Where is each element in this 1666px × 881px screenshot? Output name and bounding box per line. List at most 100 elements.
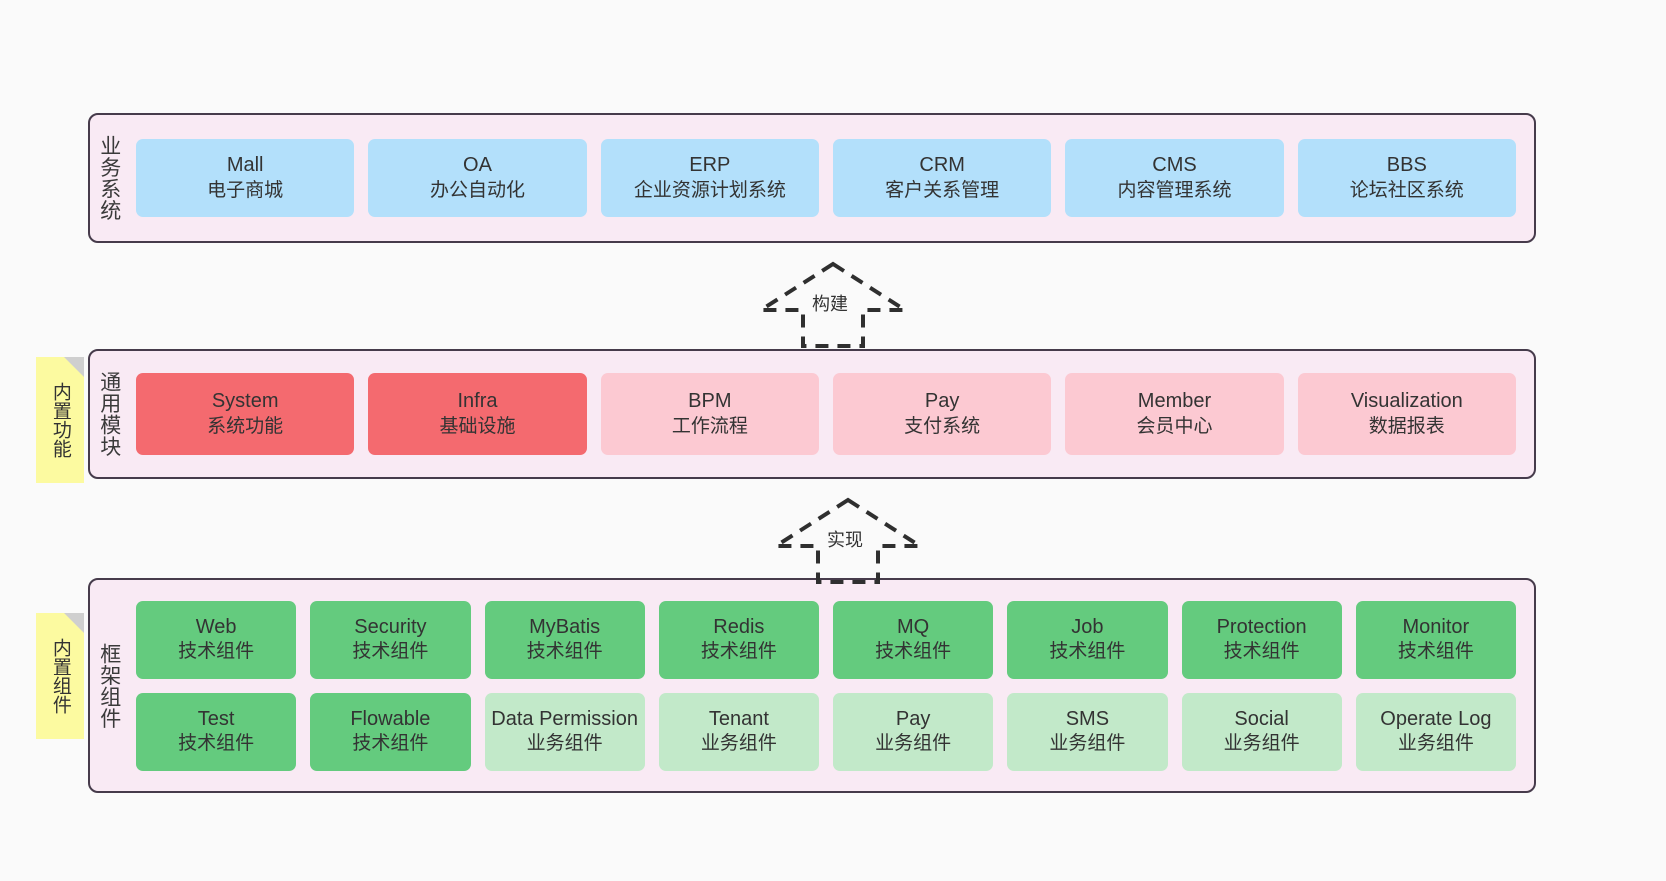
box-system-en: System <box>211 390 279 413</box>
box-redis[interactable]: Redis 技术组件 <box>658 600 819 679</box>
box-bbs-cn: 论坛社区系统 <box>1349 179 1464 201</box>
box-job-en: Job <box>1071 615 1104 638</box>
box-visualization[interactable]: Visualization 数据报表 <box>1297 373 1516 455</box>
box-web-cn: 技术组件 <box>178 641 255 663</box>
box-protection-cn: 技术组件 <box>1223 641 1300 663</box>
box-infra-cn: 基础设施 <box>439 415 516 437</box>
box-monitor-cn: 技术组件 <box>1397 641 1474 663</box>
box-monitor-en: Monitor <box>1402 615 1470 638</box>
box-pay-component[interactable]: Pay 业务组件 <box>833 692 994 771</box>
box-bpm-en: BPM <box>688 390 732 413</box>
box-sms-en: SMS <box>1065 707 1110 730</box>
box-mq-en: MQ <box>897 615 930 638</box>
box-mybatis-en: MyBatis <box>529 615 601 638</box>
note-builtin-component-text: 内置组件 <box>49 638 71 714</box>
box-erp[interactable]: ERP 企业资源计划系统 <box>600 139 819 217</box>
note-builtin-function: 内置功能 <box>36 357 84 483</box>
layer-body-business-system: Mall 电子商城 OA 办公自动化 ERP 企业资源计划系统 CRM 客户关系… <box>128 115 1534 241</box>
box-web[interactable]: Web 技术组件 <box>136 600 297 679</box>
box-erp-en: ERP <box>689 154 731 177</box>
box-social-en: Social <box>1234 707 1289 730</box>
box-social[interactable]: Social 业务组件 <box>1181 692 1342 771</box>
box-pay-component-en: Pay <box>895 707 931 730</box>
note-fold-corner-icon <box>64 613 84 633</box>
box-monitor[interactable]: Monitor 技术组件 <box>1355 600 1516 679</box>
box-system-cn: 系统功能 <box>207 415 284 437</box>
box-visualization-cn: 数据报表 <box>1368 415 1445 437</box>
framework-row-business: Test 技术组件 Flowable 技术组件 Data Permission … <box>136 692 1516 771</box>
box-data-permission-en: Data Permission <box>491 707 638 730</box>
box-operate-log[interactable]: Operate Log 业务组件 <box>1355 692 1516 771</box>
box-crm-en: CRM <box>919 154 965 177</box>
box-cms[interactable]: CMS 内容管理系统 <box>1065 139 1284 217</box>
box-mall-en: Mall <box>226 154 264 177</box>
box-oa[interactable]: OA 办公自动化 <box>368 139 587 217</box>
box-member-cn: 会员中心 <box>1136 415 1213 437</box>
box-protection[interactable]: Protection 技术组件 <box>1181 600 1342 679</box>
note-builtin-component: 内置组件 <box>36 613 84 739</box>
box-cms-cn: 内容管理系统 <box>1117 179 1232 201</box>
note-fold-corner-icon <box>64 357 84 377</box>
box-system[interactable]: System 系统功能 <box>136 373 355 455</box>
box-data-permission-cn: 业务组件 <box>526 733 603 755</box>
box-operate-log-cn: 业务组件 <box>1397 733 1474 755</box>
box-bbs[interactable]: BBS 论坛社区系统 <box>1297 139 1516 217</box>
box-security[interactable]: Security 技术组件 <box>310 600 471 679</box>
box-tenant-cn: 业务组件 <box>700 733 777 755</box>
box-pay-component-cn: 业务组件 <box>875 733 952 755</box>
box-mybatis[interactable]: MyBatis 技术组件 <box>484 600 645 679</box>
box-infra-en: Infra <box>457 390 498 413</box>
box-flowable[interactable]: Flowable 技术组件 <box>310 692 471 771</box>
box-pay-module-en: Pay <box>924 390 960 413</box>
layer-business-system: 业务系统 Mall 电子商城 OA 办公自动化 ERP 企业资源计划系统 CRM… <box>88 113 1536 243</box>
box-mall[interactable]: Mall 电子商城 <box>136 139 355 217</box>
box-crm-cn: 客户关系管理 <box>885 179 1000 201</box>
box-protection-en: Protection <box>1216 615 1307 638</box>
connector-build-label: 构建 <box>812 294 848 314</box>
box-flowable-en: Flowable <box>350 707 431 730</box>
layer-title-framework-component: 框架组件 <box>97 642 121 729</box>
connector-implement-label: 实现 <box>827 530 863 550</box>
box-oa-en: OA <box>463 154 492 177</box>
layer-title-business-system: 业务系统 <box>97 135 121 221</box>
box-security-cn: 技术组件 <box>352 641 429 663</box>
layer-body-common-module: System 系统功能 Infra 基础设施 BPM 工作流程 Pay 支付系统… <box>128 351 1534 477</box>
box-data-permission[interactable]: Data Permission 业务组件 <box>484 692 645 771</box>
box-bpm-cn: 工作流程 <box>671 415 748 437</box>
box-test[interactable]: Test 技术组件 <box>136 692 297 771</box>
box-web-en: Web <box>195 615 237 638</box>
box-mq[interactable]: MQ 技术组件 <box>833 600 994 679</box>
box-tenant[interactable]: Tenant 业务组件 <box>658 692 819 771</box>
layer-body-framework-component: Web 技术组件 Security 技术组件 MyBatis 技术组件 Redi… <box>128 580 1534 791</box>
box-test-cn: 技术组件 <box>178 733 255 755</box>
box-redis-en: Redis <box>713 615 765 638</box>
box-job-cn: 技术组件 <box>1049 641 1126 663</box>
box-security-en: Security <box>354 615 427 638</box>
layer-framework-component: 框架组件 Web 技术组件 Security 技术组件 MyBatis 技术组件… <box>88 578 1536 793</box>
box-mq-cn: 技术组件 <box>875 641 952 663</box>
box-sms[interactable]: SMS 业务组件 <box>1007 692 1168 771</box>
box-bpm[interactable]: BPM 工作流程 <box>600 373 819 455</box>
box-infra[interactable]: Infra 基础设施 <box>368 373 587 455</box>
box-operate-log-en: Operate Log <box>1380 707 1492 730</box>
framework-row-tech: Web 技术组件 Security 技术组件 MyBatis 技术组件 Redi… <box>136 600 1516 679</box>
note-builtin-function-text: 内置功能 <box>49 382 71 458</box>
box-job[interactable]: Job 技术组件 <box>1007 600 1168 679</box>
box-mall-cn: 电子商城 <box>207 179 284 201</box>
box-crm[interactable]: CRM 客户关系管理 <box>832 139 1052 217</box>
box-tenant-en: Tenant <box>708 707 769 730</box>
connector-build-arrow <box>754 261 912 348</box>
box-member[interactable]: Member 会员中心 <box>1065 373 1284 455</box>
box-pay-module[interactable]: Pay 支付系统 <box>832 373 1052 455</box>
box-flowable-cn: 技术组件 <box>352 733 429 755</box>
box-pay-module-cn: 支付系统 <box>904 415 981 437</box>
layer-common-module: 通用模块 System 系统功能 Infra 基础设施 BPM 工作流程 Pay… <box>88 349 1536 479</box>
box-cms-en: CMS <box>1152 154 1197 177</box>
box-oa-cn: 办公自动化 <box>429 179 525 201</box>
box-social-cn: 业务组件 <box>1223 733 1300 755</box>
box-redis-cn: 技术组件 <box>700 641 777 663</box>
box-visualization-en: Visualization <box>1350 390 1463 413</box>
layer-title-common-module: 通用模块 <box>97 371 121 457</box>
connector-implement-arrow <box>769 497 927 584</box>
box-sms-cn: 业务组件 <box>1049 733 1126 755</box>
